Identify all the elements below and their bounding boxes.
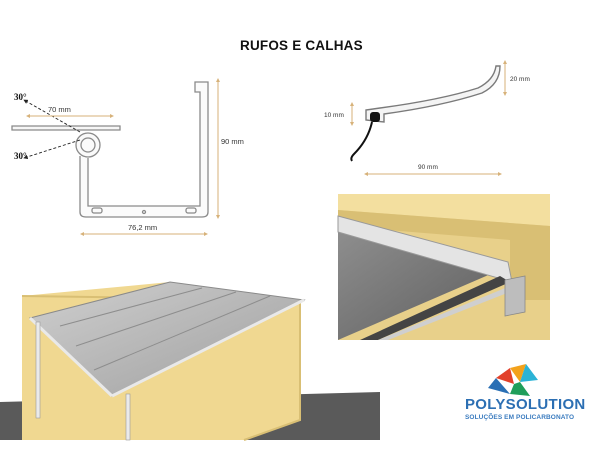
carport-render <box>0 281 380 441</box>
gutter-dimension-lines <box>26 78 220 236</box>
gutter-width-bottom: 76,2 mm <box>128 223 157 232</box>
gutter-height: 90 mm <box>221 137 244 146</box>
brand-tagline: SOLUÇÕES EM POLICARBONATO <box>465 414 575 421</box>
angle-top-label: 30° <box>14 92 27 102</box>
flashing-base-height: 10 mm <box>324 112 344 119</box>
polysolution-logo-icon <box>488 364 538 396</box>
angle-bottom-label: 30° <box>14 151 27 161</box>
page-title: RUFOS E CALHAS <box>240 38 363 53</box>
brand-name: POLYSOLUTION <box>465 396 586 413</box>
flashing-installed-render <box>337 194 550 340</box>
flashing-rubber-seal <box>350 112 380 162</box>
flashing-dimension-lines <box>350 60 507 176</box>
flashing-width: 90 mm <box>418 164 438 171</box>
flashing-profile <box>365 65 501 123</box>
flashing-lip-height: 20 mm <box>510 76 530 83</box>
gutter-width-top: 70 mm <box>48 105 71 114</box>
gutter-profile <box>11 81 209 218</box>
